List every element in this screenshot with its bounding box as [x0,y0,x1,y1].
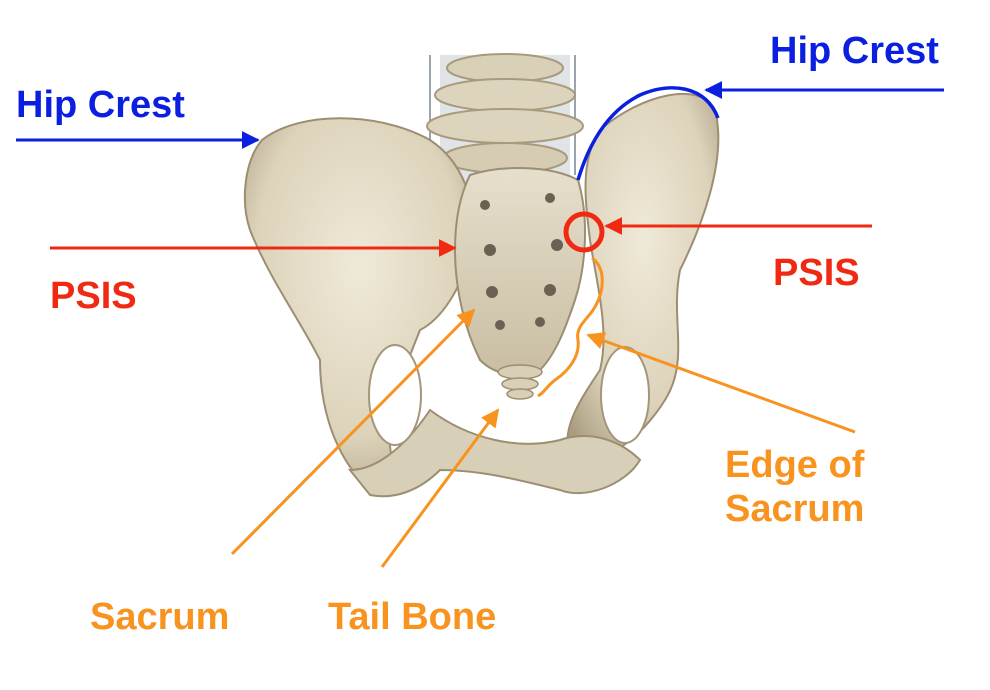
hip-crest-left-label: Hip Crest [16,84,185,126]
edge-of-sacrum-label: Edge of Sacrum [725,444,864,531]
edge-of-sacrum-arrow [586,332,856,434]
tail-bone-arrow [380,408,500,568]
sacrum-label: Sacrum [90,596,230,638]
psis-marker-circle [563,211,605,253]
sacrum-arrow [230,308,476,556]
lumbar-spine [426,53,584,185]
edge-of-sacrum-outline [537,256,604,398]
coccyx-bone [497,364,543,400]
edge-of-sacrum-label-line2: Sacrum [725,487,865,530]
pubic-arch [347,408,642,498]
sacral-foramina [480,193,563,330]
hip-crest-outline [576,86,720,181]
left-ilium [243,117,474,492]
right-obturator [600,346,650,444]
psis-right-label: PSIS [773,252,860,294]
edge-of-sacrum-label-line1: Edge of [725,444,865,486]
left-obturator [368,344,422,446]
tail-bone-label: Tail Bone [328,596,497,638]
hip-crest-right-label: Hip Crest [770,30,939,72]
sacrum-bone [453,167,587,377]
psis-left-label: PSIS [50,275,137,317]
